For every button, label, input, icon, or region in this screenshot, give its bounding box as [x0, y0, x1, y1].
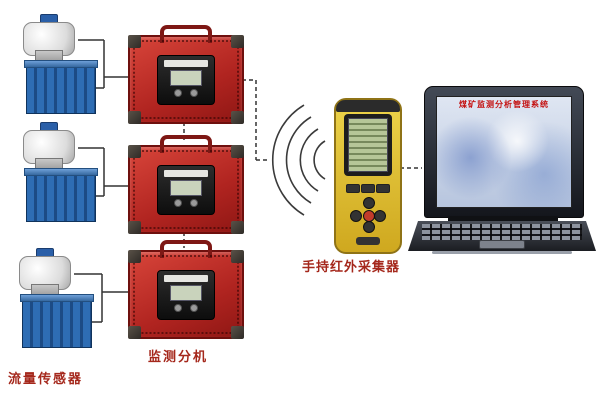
- monitor-unit-box-3: [128, 240, 244, 339]
- laptop-hinge: [448, 216, 558, 221]
- control-panel: [157, 54, 215, 105]
- corner-bracket: [128, 145, 141, 158]
- corner-bracket: [231, 145, 244, 158]
- handheld-collector-device: [334, 98, 402, 254]
- handheld-lcd-screen: [348, 118, 388, 172]
- flow-meter-image: [20, 14, 78, 66]
- panel-knob: [174, 303, 182, 312]
- case-rivets: [133, 150, 239, 229]
- dpad-left-key: [350, 210, 362, 222]
- case-rivets: [133, 40, 239, 119]
- flow-sensor-label: 流量传感器: [8, 371, 84, 386]
- handheld-top-cap: [336, 100, 400, 112]
- laptop-screen-title: 煤矿监测分析管理系统: [459, 100, 549, 109]
- flow-tube-flange: [24, 168, 98, 176]
- keypad-key: [346, 184, 360, 193]
- corner-bracket: [231, 221, 244, 234]
- corner-bracket: [231, 250, 244, 263]
- panel-knobs: [164, 198, 208, 207]
- handheld-collector-label: 手持红外采集器: [302, 259, 401, 274]
- flow-sensor-unit-1: [20, 14, 116, 116]
- monitor-unit-label: 监测分机: [148, 349, 209, 364]
- corner-bracket: [231, 111, 244, 124]
- flow-tube-image: [24, 168, 98, 222]
- keypad-dpad: [350, 197, 386, 233]
- panel-knob: [190, 88, 198, 97]
- panel-knob: [190, 198, 198, 207]
- monitor-unit-box-2: [128, 135, 244, 234]
- flow-tube-flange: [24, 60, 98, 68]
- corner-bracket: [128, 35, 141, 48]
- laptop-front-edge: [432, 251, 572, 254]
- panel-nameplate: [164, 59, 208, 67]
- laptop-screen-bezel: 煤矿监测分析管理系统: [424, 86, 584, 218]
- panel-knob: [174, 198, 182, 207]
- flow-tube-image: [20, 294, 94, 348]
- case-handle: [160, 240, 212, 258]
- laptop-touchpad: [479, 240, 525, 249]
- corner-bracket: [128, 326, 141, 339]
- laptop-screen: 煤矿监测分析管理系统: [436, 96, 572, 208]
- flow-meter-image: [16, 248, 74, 300]
- corner-bracket: [231, 326, 244, 339]
- laptop-base: [408, 221, 596, 251]
- dpad-up-key: [363, 197, 375, 209]
- wireless-signal-arcs-icon: [271, 104, 326, 216]
- flow-tube-image: [24, 60, 98, 114]
- flow-sensor-unit-2: [20, 122, 116, 224]
- panel-knobs: [164, 303, 208, 312]
- laptop-keyboard: [422, 224, 582, 240]
- case-rivets: [133, 255, 239, 334]
- corner-bracket: [128, 111, 141, 124]
- case-handle: [160, 135, 212, 153]
- flow-tube-flange: [20, 294, 94, 302]
- panel-knobs: [164, 88, 208, 97]
- dpad-enter-key: [363, 210, 375, 222]
- flow-meter-image: [20, 122, 78, 174]
- flow-sensor-unit-3: [16, 248, 112, 350]
- keypad-key: [376, 184, 390, 193]
- corner-bracket: [128, 250, 141, 263]
- dpad-right-key: [374, 210, 386, 222]
- keypad-row: [346, 184, 390, 193]
- keypad-function-key: [356, 237, 380, 245]
- panel-nameplate: [164, 169, 208, 177]
- control-panel: [157, 164, 215, 215]
- corner-bracket: [128, 221, 141, 234]
- panel-display: [170, 284, 202, 301]
- laptop-computer: 煤矿监测分析管理系统: [408, 86, 596, 254]
- handheld-keypad: [344, 182, 392, 246]
- panel-knob: [174, 88, 182, 97]
- panel-nameplate: [164, 274, 208, 282]
- corner-bracket: [231, 35, 244, 48]
- control-panel: [157, 269, 215, 320]
- monitor-unit-box-1: [128, 25, 244, 124]
- keypad-key: [361, 184, 375, 193]
- case-handle: [160, 25, 212, 43]
- panel-display: [170, 179, 202, 196]
- dpad-down-key: [363, 221, 375, 233]
- panel-display: [170, 69, 202, 86]
- handheld-lcd-frame: [344, 114, 392, 176]
- panel-knob: [190, 303, 198, 312]
